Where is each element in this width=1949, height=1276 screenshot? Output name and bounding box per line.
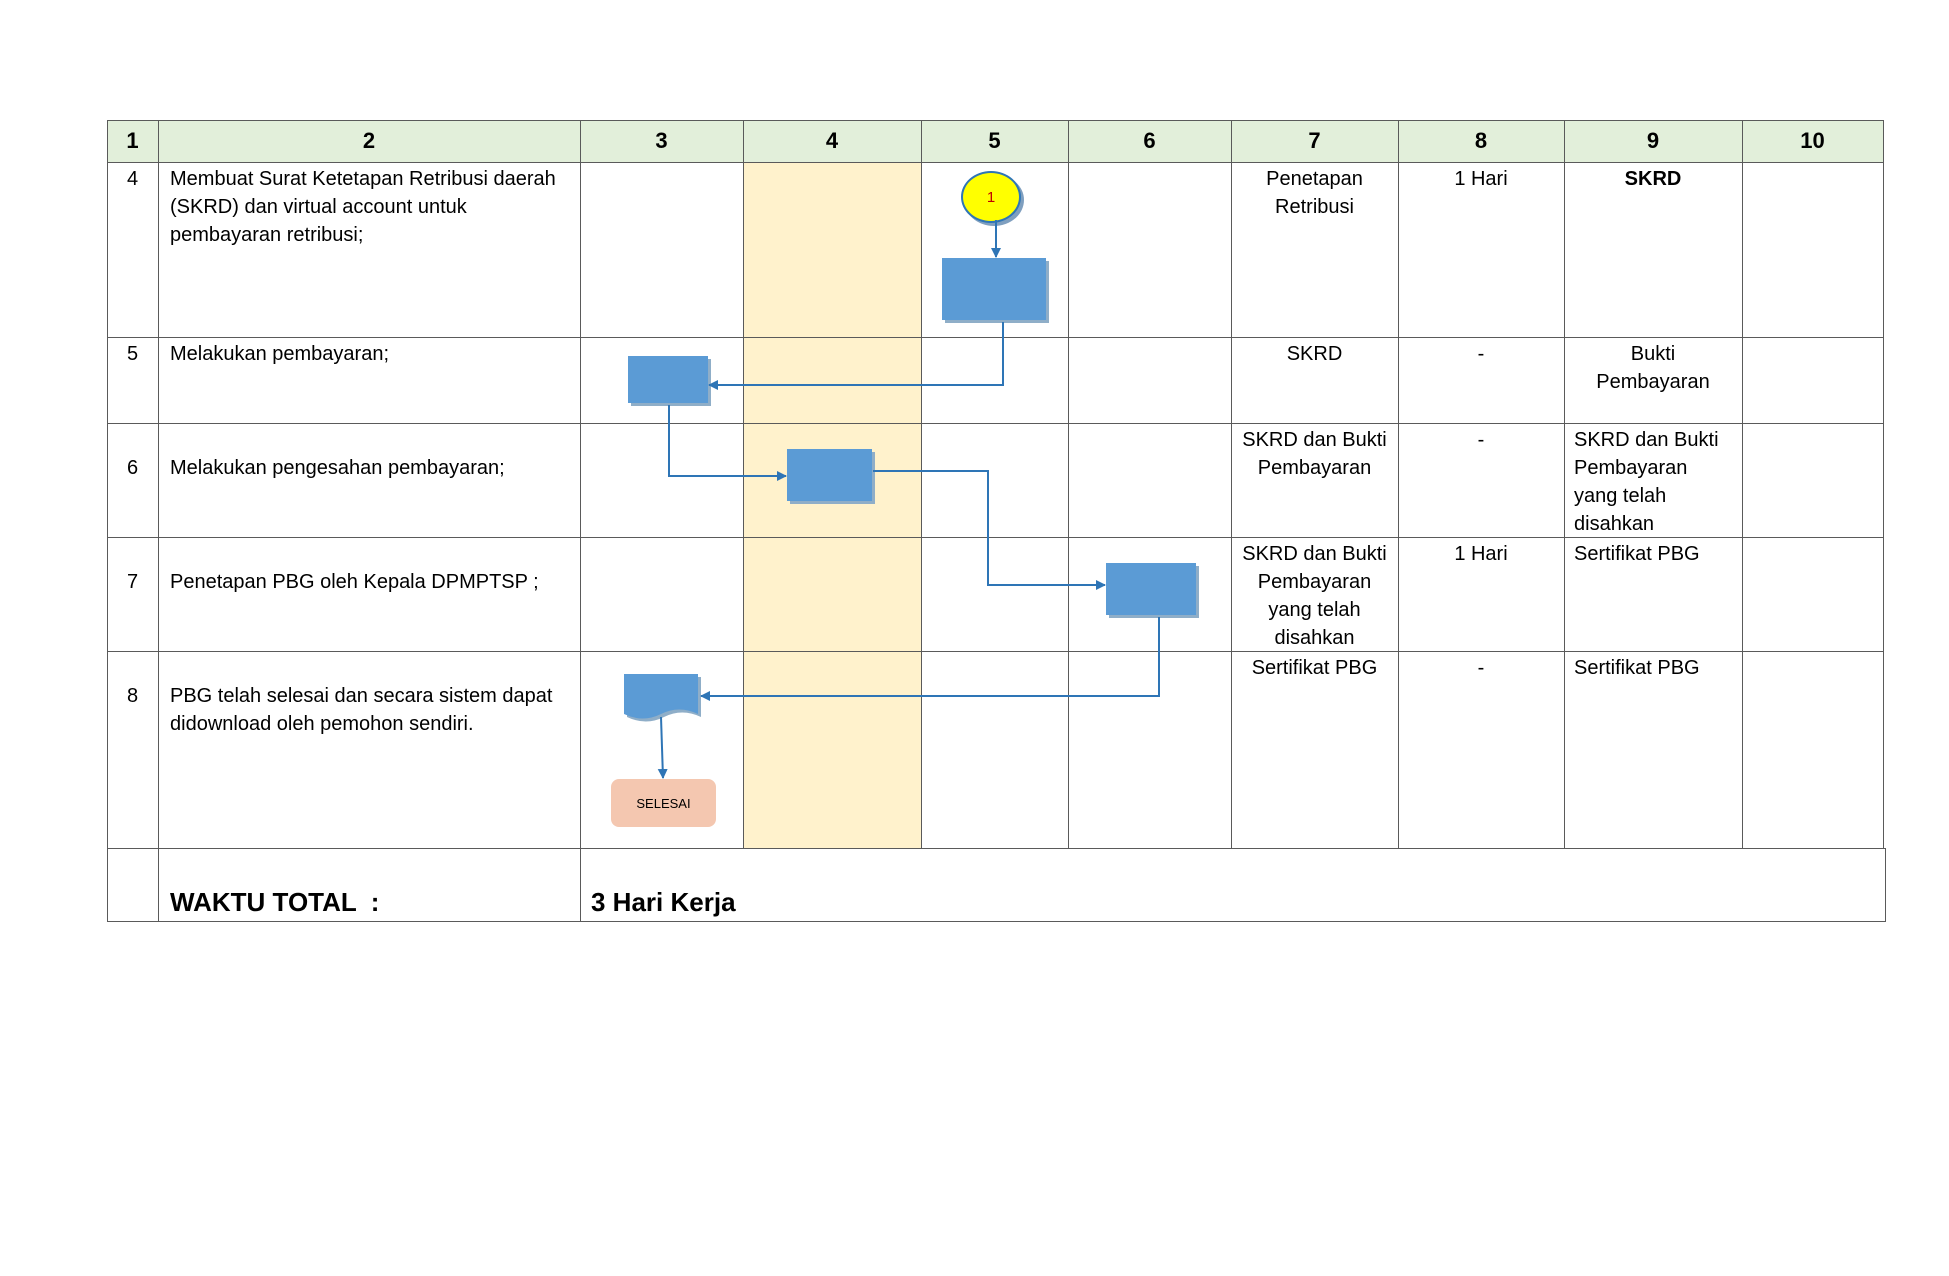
end-terminator: SELESAI (611, 779, 716, 827)
header-col-8: 8 (1398, 120, 1564, 162)
time-duration: 1 Hari (1454, 168, 1508, 190)
grid-line (1742, 120, 1743, 849)
grid-line (107, 423, 1883, 424)
total-time-label: WAKTU TOTAL : (170, 887, 380, 917)
arrow-approval-to-document (700, 617, 1160, 701)
activity-description: Melakukan pengesahan pembayaran; (170, 457, 505, 479)
grid-line (1231, 120, 1232, 849)
activity-description: PBG telah selesai dan secara sistem dapa… (170, 685, 553, 735)
header-col-5: 5 (921, 120, 1068, 162)
grid-line (107, 537, 1883, 538)
grid-line (107, 337, 1883, 338)
arrow-skrd-to-payment (708, 322, 1004, 390)
offpage-connector-circle: 1 (961, 171, 1021, 223)
input-requirement: SKRD dan Bukti Pembayaran (1242, 429, 1387, 479)
output-document: SKRD (1624, 168, 1682, 190)
row-number: 6 (126, 457, 139, 479)
time-duration: - (1477, 657, 1485, 679)
grid-line (1398, 120, 1399, 849)
grid-line (1564, 120, 1565, 849)
row-number: 8 (126, 685, 139, 707)
grid-line (1885, 848, 1886, 922)
grid-line (107, 120, 1883, 121)
document-shape (624, 674, 701, 722)
grid-line (107, 162, 1883, 163)
time-duration: 1 Hari (1454, 543, 1508, 565)
header-col-7: 7 (1231, 120, 1398, 162)
process-box-pbg-approval (1106, 563, 1196, 615)
grid-line (107, 921, 1885, 922)
grid-line (158, 120, 159, 922)
output-document: Sertifikat PBG (1574, 657, 1700, 679)
header-col-9: 9 (1564, 120, 1742, 162)
arrow-document-to-end (657, 716, 668, 779)
column-4-shading (743, 162, 921, 848)
process-box-validation (787, 449, 872, 501)
output-document: Sertifikat PBG (1574, 543, 1700, 565)
process-box-payment (628, 356, 708, 403)
input-requirement: SKRD dan Bukti Pembayaran yang telah dis… (1242, 543, 1387, 649)
row-number: 4 (126, 168, 139, 190)
time-duration: - (1477, 429, 1485, 451)
process-box-skrd (942, 258, 1046, 320)
total-time-value: 3 Hari Kerja (591, 887, 736, 917)
grid-line (580, 120, 581, 922)
activity-description: Membuat Surat Ketetapan Retribusi daerah… (170, 168, 556, 246)
activity-description: Penetapan PBG oleh Kepala DPMPTSP ; (170, 571, 539, 593)
grid-line (107, 120, 108, 922)
row-number: 7 (126, 571, 139, 593)
header-col-6: 6 (1068, 120, 1231, 162)
header-col-4: 4 (743, 120, 921, 162)
grid-line (1068, 120, 1069, 849)
activity-description: Melakukan pembayaran; (170, 343, 390, 365)
header-col-2: 2 (158, 120, 580, 162)
grid-line (1883, 120, 1884, 849)
output-document: SKRD dan Bukti Pembayaran yang telah dis… (1574, 429, 1719, 535)
input-requirement: Sertifikat PBG (1251, 657, 1378, 679)
grid-line (107, 848, 1885, 849)
time-duration: - (1477, 343, 1485, 365)
grid-line (743, 120, 744, 849)
header-col-1: 1 (107, 120, 158, 162)
output-document: Bukti Pembayaran (1596, 343, 1710, 393)
arrow-payment-to-validation (668, 405, 787, 481)
input-requirement: Penetapan Retribusi (1266, 168, 1363, 218)
input-requirement: SKRD (1286, 343, 1343, 365)
row-number: 5 (126, 343, 139, 365)
arrow-validation-to-approval (873, 470, 1106, 590)
header-col-3: 3 (580, 120, 743, 162)
grid-line (921, 120, 922, 849)
header-col-10: 10 (1742, 120, 1883, 162)
grid-line (107, 651, 1883, 652)
